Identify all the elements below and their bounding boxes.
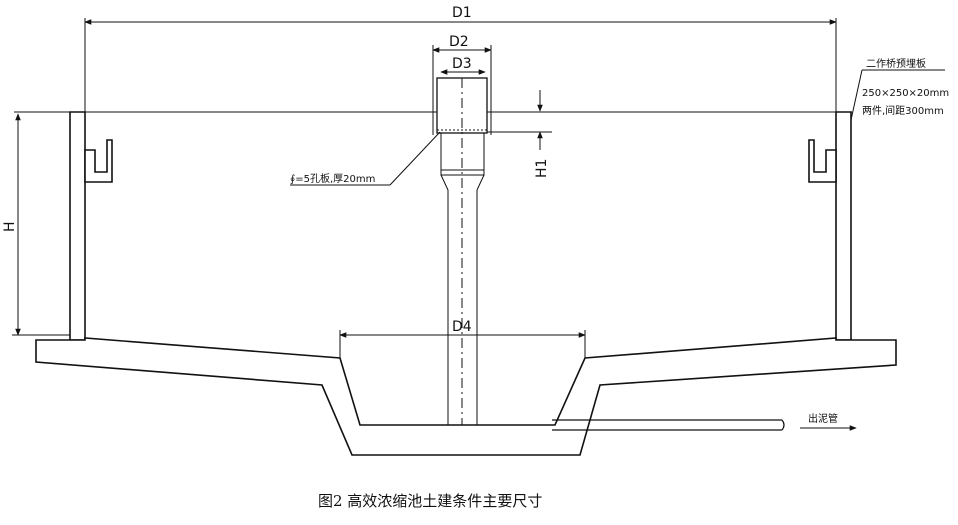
bottom-slab bbox=[35, 337, 897, 456]
h1-label: H1 bbox=[534, 159, 550, 178]
right-wall bbox=[835, 111, 852, 341]
d2-dimension: D2 bbox=[432, 34, 492, 135]
d1-label: D1 bbox=[452, 5, 472, 21]
embed-note-line-2: 250×250×20mm bbox=[862, 88, 949, 99]
figure-caption: 图2 高效浓缩池土建条件主要尺寸 bbox=[318, 492, 542, 510]
embedded-plate-callout: 二作桥预埋板 250×250×20mm 两件,间距300mm bbox=[850, 57, 949, 121]
left-launder bbox=[84, 139, 113, 183]
embed-note-line-1: 二作桥预埋板 bbox=[866, 57, 926, 70]
perforated-plate-note: ∮=5孔板,厚20mm bbox=[290, 172, 375, 185]
h1-dimension: H1 bbox=[487, 90, 552, 178]
right-launder bbox=[808, 139, 837, 183]
sludge-outlet-pipe: 出泥管 bbox=[552, 412, 857, 431]
d2-label: D2 bbox=[449, 34, 469, 50]
perforated-plate-callout: ∮=5孔板,厚20mm bbox=[290, 131, 441, 186]
d3-label: D3 bbox=[452, 56, 472, 72]
d4-label: D4 bbox=[452, 319, 472, 335]
left-wall bbox=[69, 111, 86, 341]
h-dimension: H bbox=[2, 113, 70, 336]
tank-structure bbox=[35, 111, 897, 456]
embed-note-line-3: 两件,间距300mm bbox=[862, 104, 944, 117]
h-label: H bbox=[2, 221, 18, 232]
d3-dimension: D3 bbox=[440, 56, 486, 75]
d4-dimension: D4 bbox=[339, 319, 586, 358]
d1-dimension: D1 bbox=[84, 5, 837, 142]
outlet-label: 出泥管 bbox=[808, 412, 838, 425]
